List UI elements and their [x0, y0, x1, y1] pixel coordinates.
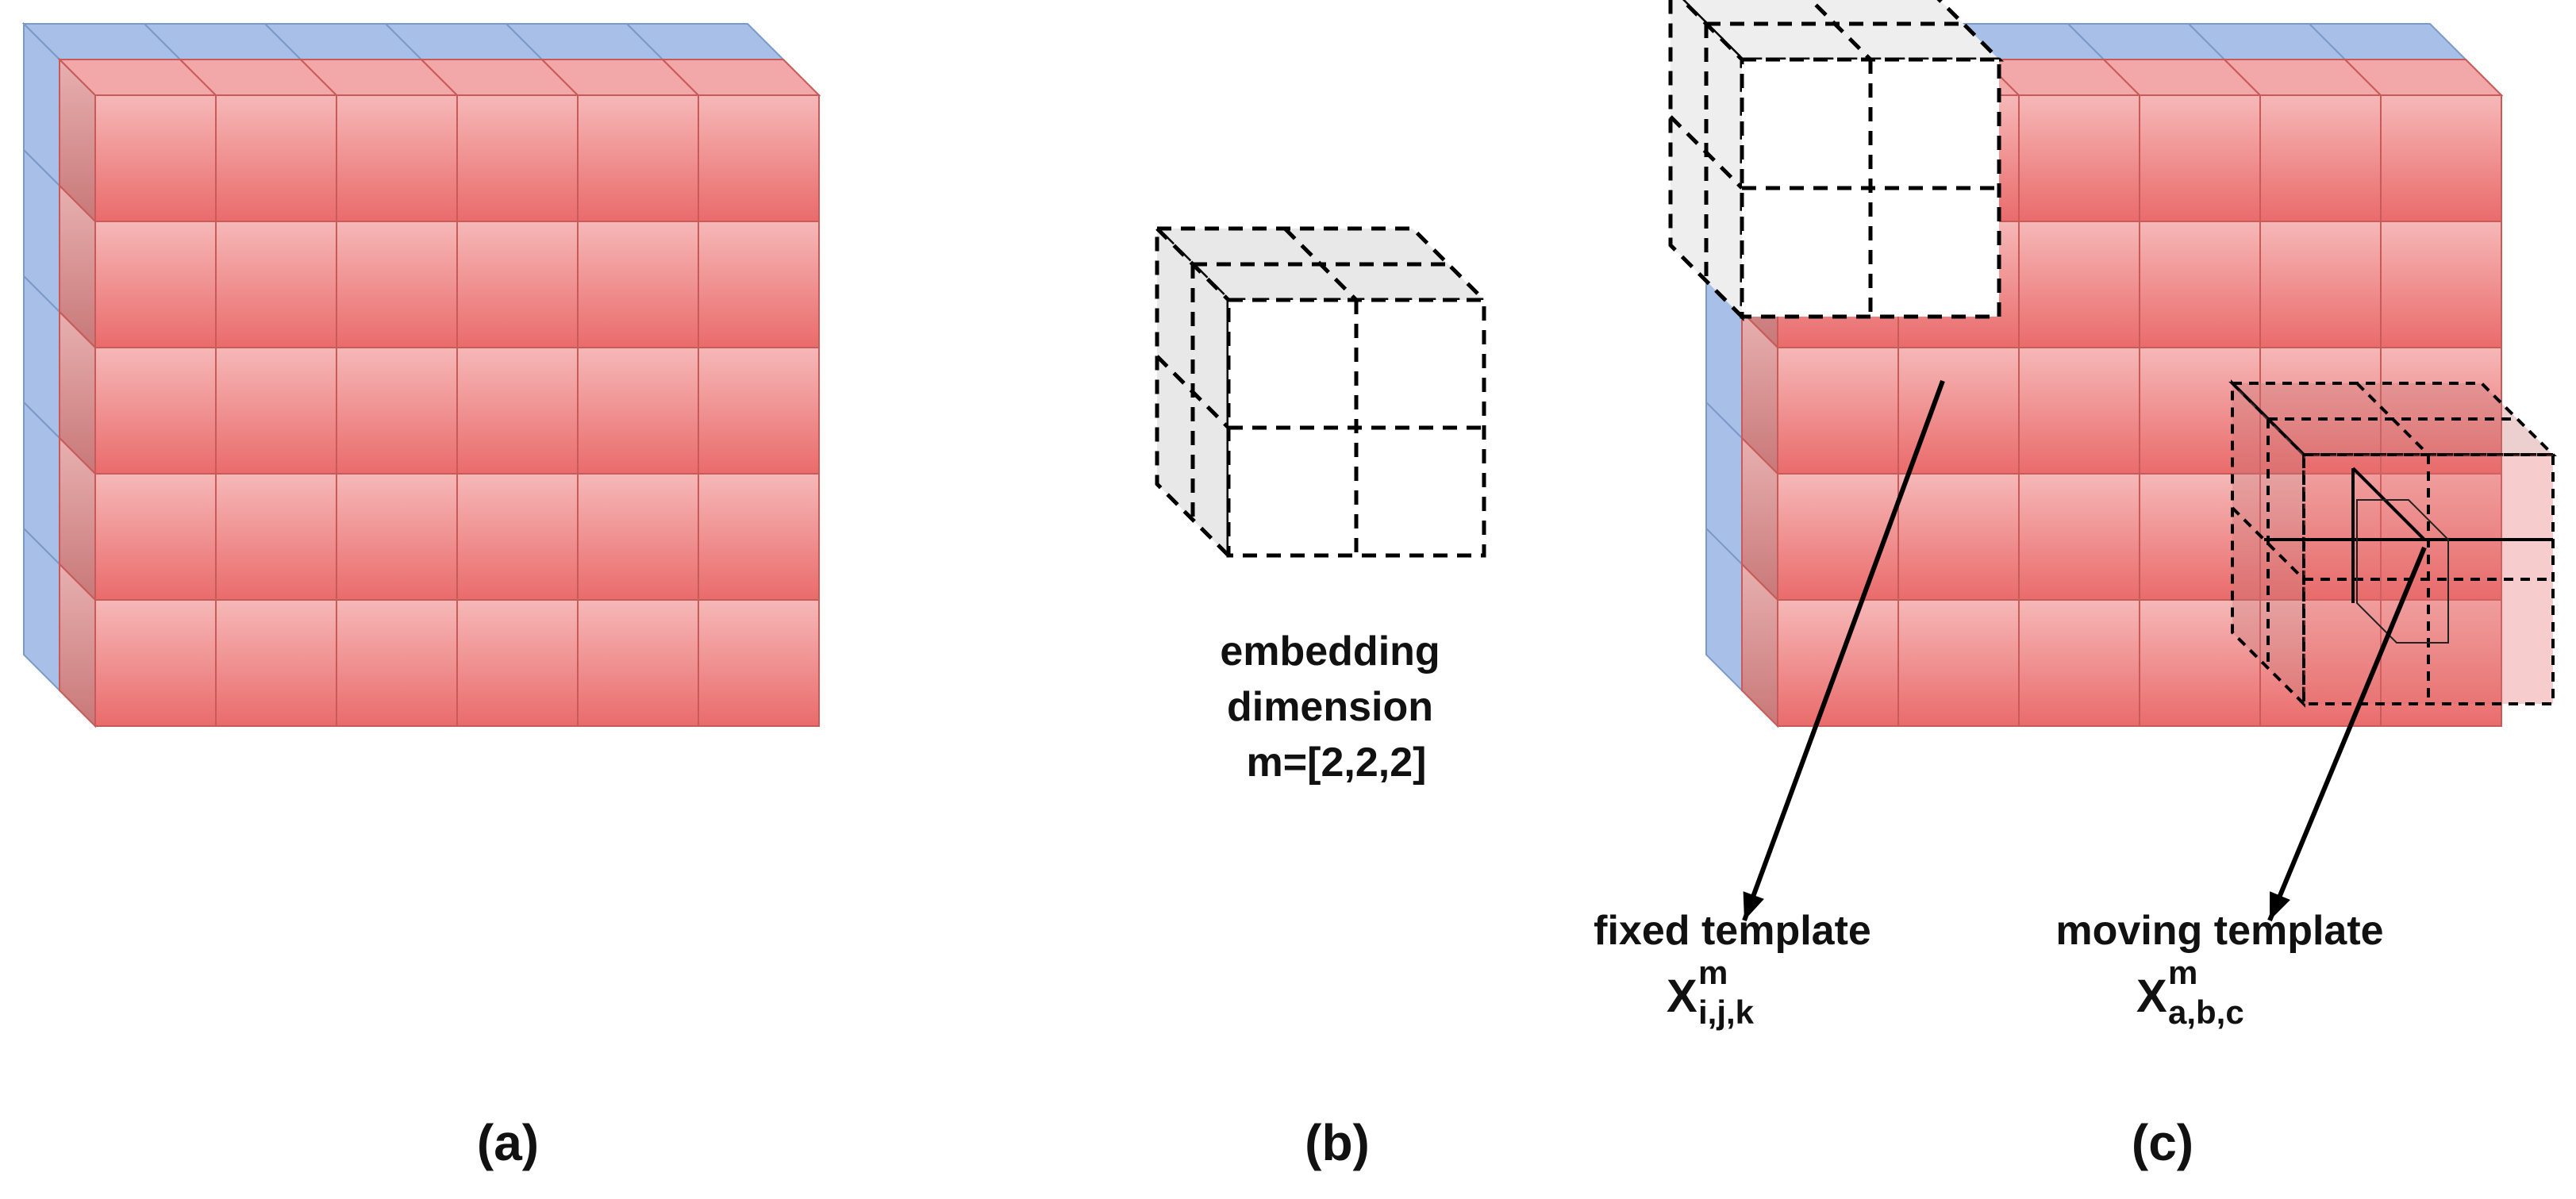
- volume-c-front-cell: [2018, 221, 2140, 348]
- embedding-label-line3: m=[2,2,2]: [1247, 740, 1427, 786]
- moving-template-x: X: [2136, 970, 2167, 1022]
- moving-template-arrow-head: [2270, 891, 2290, 920]
- panel-a-volume: [21, 21, 821, 728]
- embedding-label-line2: dimension: [1227, 684, 1433, 730]
- volume-a-front-cell: [215, 347, 337, 475]
- volume-a-front-cell: [456, 94, 579, 222]
- embedding-cube: [1152, 223, 1490, 561]
- panel-b-embedding-cube: [1152, 223, 1490, 561]
- volume-a-front-cell: [577, 347, 699, 475]
- fixed-template-cube: [1668, 0, 2005, 322]
- moving-template-cube: [2228, 379, 2557, 708]
- volume-a-front-cell: [577, 599, 699, 727]
- moving-template-sub: a,b,c: [2168, 993, 2244, 1031]
- volume-a-front-cell: [215, 221, 337, 348]
- volume-a-front-cell: [336, 473, 458, 601]
- volume-a-front-cell: [215, 94, 337, 222]
- volume-a-front-cell: [456, 473, 579, 601]
- fixed-template-x: X: [1667, 970, 1697, 1022]
- moving-template-arrow: [2267, 546, 2427, 922]
- volume-c-front-cell: [2380, 221, 2502, 348]
- fixed-template-arrow-shaft: [1742, 379, 1945, 922]
- volume-a-front-cell: [215, 473, 337, 601]
- volume-a-front-cell: [577, 473, 699, 601]
- caption-b: (b): [1305, 1114, 1370, 1171]
- volume-a-front-cell: [94, 473, 217, 601]
- volume-a-front-cell: [94, 347, 217, 475]
- moving-template-label: moving template: [2055, 908, 2383, 954]
- fixed-template-symbol: X m i,j,k: [1667, 954, 1755, 1031]
- volume-c-front-cell: [1777, 347, 1899, 475]
- volume-c-front-cell: [1897, 473, 2020, 601]
- volume-c-front-cell: [1777, 473, 1899, 601]
- volume-c-front-cell: [2139, 94, 2261, 222]
- volume-c-front-cell: [2380, 94, 2502, 222]
- volume-a-front-cell: [336, 221, 458, 348]
- volume-a-front-cell: [698, 94, 820, 222]
- volume-c-front-cell: [2018, 473, 2140, 601]
- fixed-template-sub: i,j,k: [1698, 993, 1755, 1031]
- moving-template-arrow-shaft: [2267, 546, 2427, 922]
- volume-c-front-cell: [2018, 94, 2140, 222]
- volume-c-front-cell: [2139, 347, 2261, 475]
- volume-a-front-cell: [698, 599, 820, 727]
- volume-a-front-cell: [94, 94, 217, 222]
- volume-a-front-cell: [94, 599, 217, 727]
- moving-template-symbol: X m a,b,c: [2136, 954, 2244, 1031]
- fixed-template-arrow: [1742, 379, 1945, 922]
- volume-c-front-cell: [2018, 347, 2140, 475]
- caption-a: (a): [477, 1114, 539, 1171]
- volume-c-front-cell: [2139, 221, 2261, 348]
- volume-c-front-cell: [2259, 221, 2382, 348]
- moving-template-inner-cube: [2356, 499, 2449, 644]
- volume-a-front-cell: [336, 599, 458, 727]
- volume-a-front-cell: [215, 599, 337, 727]
- caption-c: (c): [2132, 1114, 2193, 1171]
- volume-a-front-cell: [456, 221, 579, 348]
- volume-c-front-cell: [1897, 599, 2020, 727]
- fixed-template-label: fixed template: [1594, 908, 1871, 954]
- volume-a-front-cell: [456, 347, 579, 475]
- panel-c-volume-with-templates: [1668, 0, 2557, 922]
- moving-template-diagonal: [2351, 467, 2426, 541]
- volume-c-front-cell: [2139, 473, 2261, 601]
- volume-a-front-cell: [336, 94, 458, 222]
- volume-a-front-cell: [698, 347, 820, 475]
- volume-a-front-cell: [577, 221, 699, 348]
- volume-a-front-cell: [94, 221, 217, 348]
- moving-template-sup: m: [2168, 954, 2197, 991]
- volume-a-front-cell: [698, 221, 820, 348]
- volume-a-front-cell: [456, 599, 579, 727]
- volume-a-front-cell: [577, 94, 699, 222]
- fixed-template-arrow-head: [1743, 891, 1764, 920]
- fixed-template-sup: m: [1698, 954, 1728, 991]
- volume-a-front-cell: [698, 473, 820, 601]
- volume-c-front-cell: [2380, 347, 2502, 475]
- volume-a-front-cell: [336, 347, 458, 475]
- embedding-label-line1: embedding: [1220, 628, 1440, 674]
- volume-c-front-cell: [2018, 599, 2140, 727]
- volume-c-front-cell: [2259, 94, 2382, 222]
